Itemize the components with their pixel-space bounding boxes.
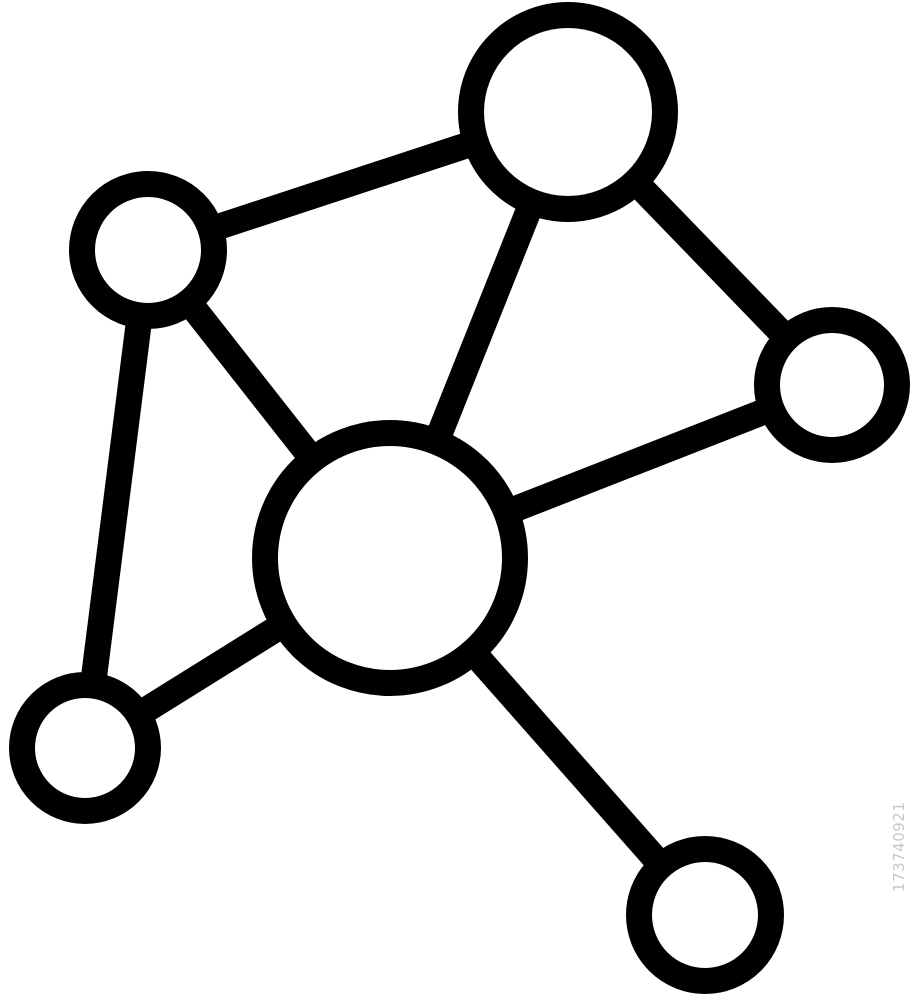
edge-topleft-bottomleft [72, 248, 161, 750]
node-bottom-right [626, 836, 784, 994]
node-center [252, 420, 528, 696]
node-top-right [458, 2, 678, 222]
node-right [754, 307, 910, 463]
node-bottom-left [9, 672, 161, 824]
network-nodes [9, 2, 910, 994]
watermark-id-text: 173740921 [890, 801, 908, 892]
node-top-left [69, 171, 227, 329]
